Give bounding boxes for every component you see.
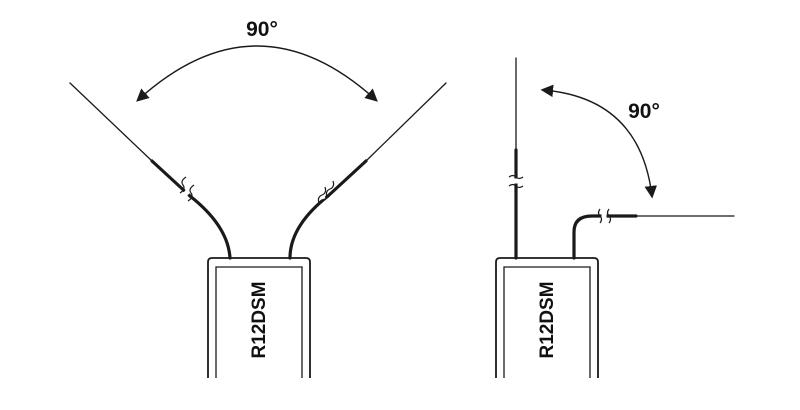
left-antenna-lead-2: [288, 82, 447, 260]
right-antenna-lead-vertical: [508, 57, 524, 260]
left-receiver-body: [207, 257, 311, 378]
right-angle-label: 90°: [628, 100, 660, 123]
right-angle-arc: [540, 84, 658, 199]
right-receiver: R12DSM 90°: [495, 57, 735, 378]
right-antenna-lead-horizontal: [572, 208, 735, 260]
left-receiver: R12DSM 90°: [69, 18, 447, 378]
left-device-label: R12DSM: [249, 281, 270, 358]
left-antenna-lead-1: [69, 82, 232, 260]
right-receiver-body: [495, 257, 599, 378]
left-angle-label: 90°: [246, 18, 278, 41]
right-device-label: R12DSM: [537, 281, 558, 358]
left-angle-arc: [136, 45, 378, 102]
